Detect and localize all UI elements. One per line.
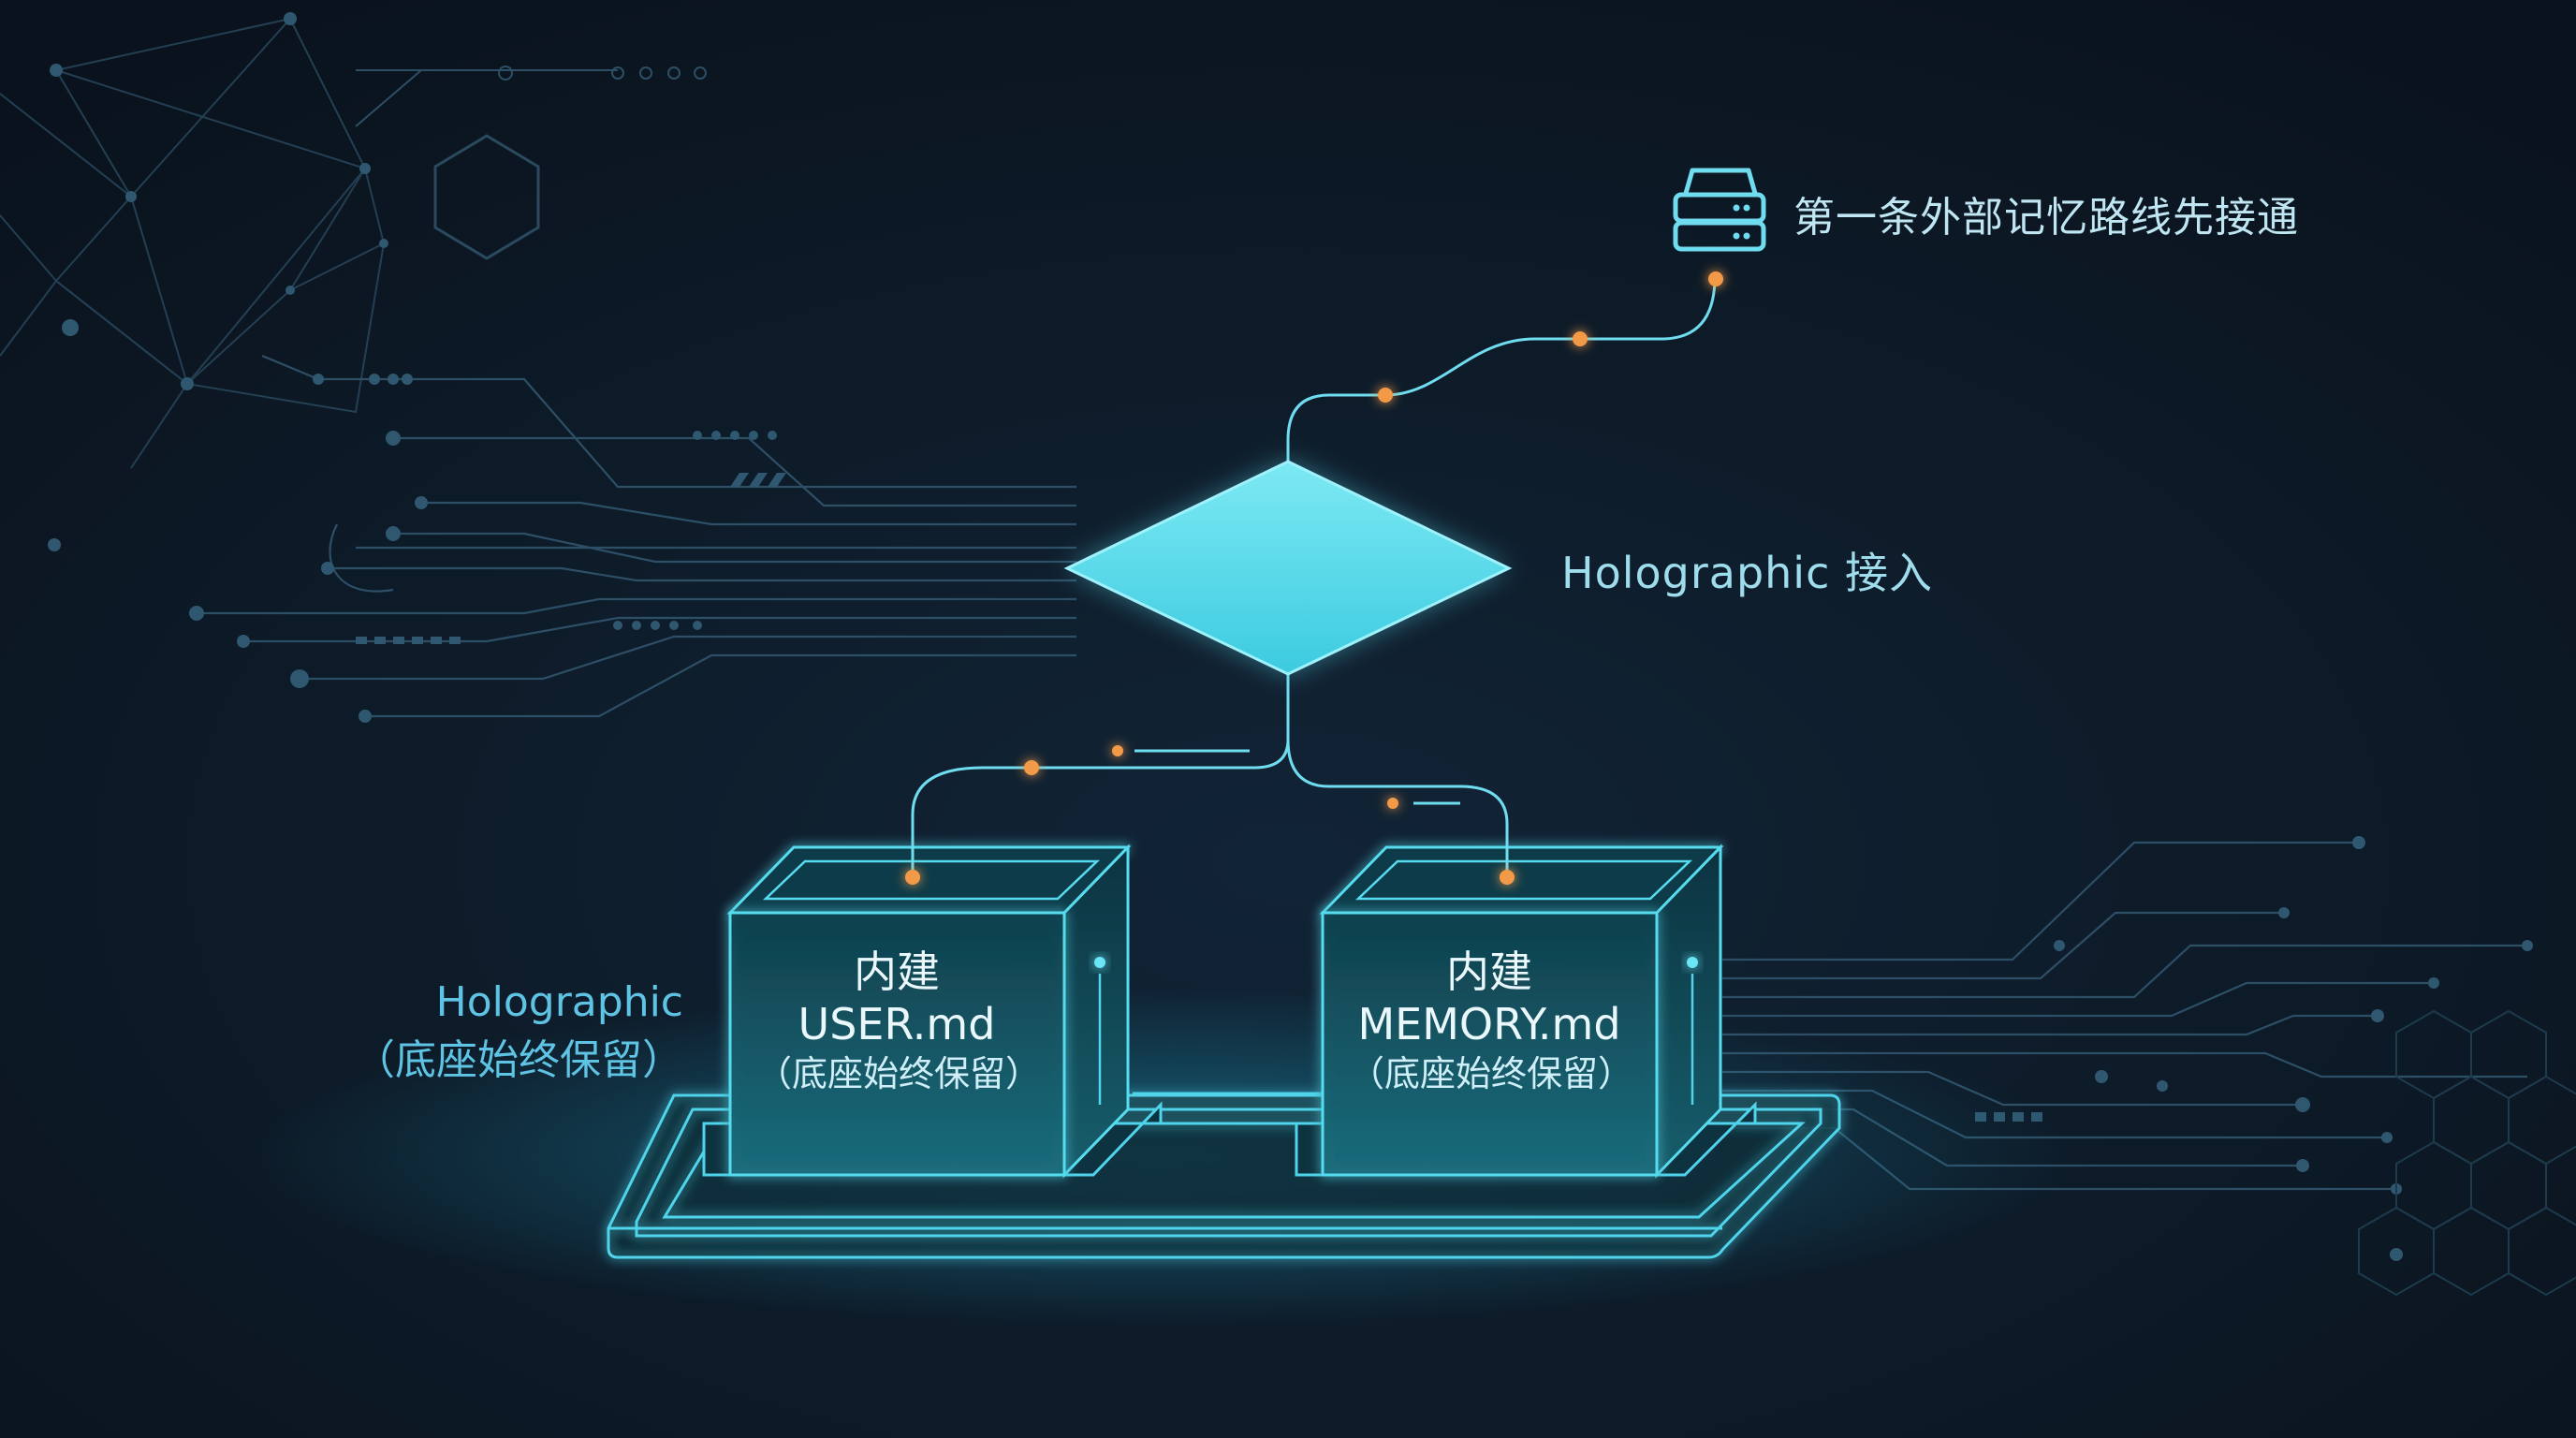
orange-signal-nodes	[905, 271, 1723, 885]
hexagon-grid-decoration	[2358, 1009, 2576, 1297]
box-user-md-text: 内建 USER.md （底座始终保留）	[756, 946, 1042, 1097]
box-memory-line3: （底座始终保留）	[1349, 1053, 1634, 1094]
circuit-nodes-left	[48, 374, 777, 723]
box-user-line1: 内建	[854, 946, 940, 997]
box-memory-md	[1295, 844, 1757, 1179]
dash-marks-left	[356, 473, 786, 644]
box-memory-line2: MEMORY.md	[1357, 999, 1621, 1049]
holographic-hub-diamond	[1063, 460, 1513, 676]
box-user-md	[702, 844, 1163, 1179]
holographic-access-label: Holographic 接入	[1561, 548, 1934, 598]
box-memory-md-text: 内建 MEMORY.md （底座始终保留）	[1349, 946, 1634, 1097]
hexagon-decoration	[433, 134, 540, 260]
circuit-traces-top	[355, 66, 707, 127]
network-nodes-decoration	[50, 12, 388, 390]
holographic-base-label: Holographic （底座始终保留）	[309, 974, 683, 1090]
connection-lines	[911, 280, 1717, 875]
holographic-base-label-line2: （底座始终保留）	[354, 1036, 683, 1084]
holographic-base-label-line1: Holographic	[435, 978, 683, 1026]
box-user-line3: （底座始终保留）	[756, 1053, 1042, 1094]
box-memory-line1: 内建	[1446, 946, 1532, 997]
database-server-icon	[1673, 168, 1766, 252]
box-user-line2: USER.md	[798, 999, 996, 1049]
external-memory-route-caption: 第一条外部记忆路线先接通	[1793, 194, 2299, 242]
